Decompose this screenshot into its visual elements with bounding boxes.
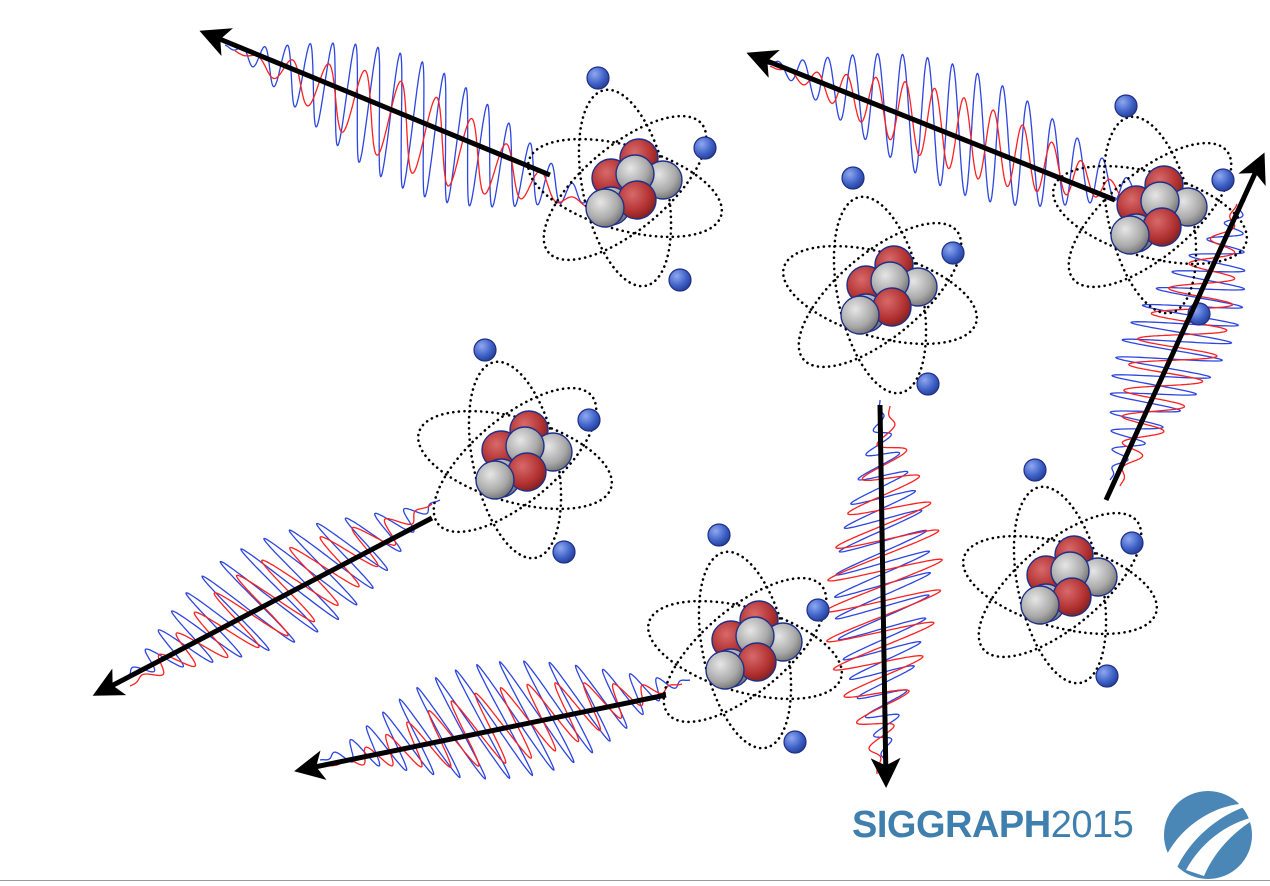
orbit-path xyxy=(977,511,1143,659)
orbit-path xyxy=(542,114,708,262)
arrow-icon xyxy=(199,28,551,178)
arrow-icon xyxy=(294,692,667,780)
blue-wave-1 xyxy=(224,42,601,208)
electron-icon xyxy=(916,372,940,396)
arrow-icon xyxy=(92,515,434,696)
blue-wave-6 xyxy=(319,660,691,780)
neutron-icon xyxy=(1110,215,1150,255)
electron-icon xyxy=(577,408,601,432)
arrow-layer xyxy=(92,28,1266,788)
neutron-icon xyxy=(475,460,515,500)
atom-icon xyxy=(526,66,724,292)
arrow-icon xyxy=(870,404,901,788)
atom-icon xyxy=(416,338,614,564)
atom-icon xyxy=(961,458,1159,688)
blue-wave-2 xyxy=(759,53,1161,208)
blue-wave-5 xyxy=(119,499,441,681)
electron-icon xyxy=(783,730,807,754)
logo-name: SIGGRAPH xyxy=(852,804,1051,846)
electron-icon xyxy=(1023,458,1047,482)
logo-year: 2015 xyxy=(1050,804,1134,846)
neutron-icon xyxy=(705,650,745,690)
arrow-icon xyxy=(746,49,1116,203)
wave-layer xyxy=(119,42,1246,780)
electron-icon xyxy=(806,598,830,622)
atom-icon xyxy=(781,166,979,396)
electron-icon xyxy=(841,166,865,190)
footer-divider xyxy=(0,880,1270,881)
red-wave-3 xyxy=(823,406,943,774)
logo-wordmark: SIGGRAPH2015 xyxy=(852,804,1134,847)
orbit-path xyxy=(1067,141,1233,289)
blue-wave-4 xyxy=(1109,199,1246,481)
neutron-icon xyxy=(1020,585,1060,625)
red-wave-6 xyxy=(329,682,683,768)
electron-icon xyxy=(1095,664,1119,688)
orbit-path xyxy=(432,386,598,534)
electron-icon xyxy=(693,136,717,160)
neutron-icon xyxy=(585,188,625,228)
orbit-path xyxy=(797,221,963,369)
electron-icon xyxy=(1211,168,1235,192)
atom-icon xyxy=(646,523,844,754)
electron-icon xyxy=(586,66,610,90)
atom-layer xyxy=(416,66,1249,754)
siggraph-logo: SIGGRAPH2015 xyxy=(852,786,1270,881)
electron-icon xyxy=(1120,531,1144,555)
electron-icon xyxy=(552,540,576,564)
neutron-icon xyxy=(840,295,880,335)
red-wave-2 xyxy=(769,65,1153,205)
red-wave-1 xyxy=(234,50,593,210)
electron-icon xyxy=(668,268,692,292)
arrow-icon xyxy=(1103,152,1266,502)
electron-icon xyxy=(473,338,497,362)
electron-icon xyxy=(707,523,731,547)
electron-icon xyxy=(941,241,965,265)
orbit-path xyxy=(662,576,828,724)
red-wave-5 xyxy=(129,503,433,687)
electron-icon xyxy=(1114,94,1138,118)
atom-icon xyxy=(1051,94,1249,326)
siggraph-logo-icon xyxy=(1162,791,1260,879)
